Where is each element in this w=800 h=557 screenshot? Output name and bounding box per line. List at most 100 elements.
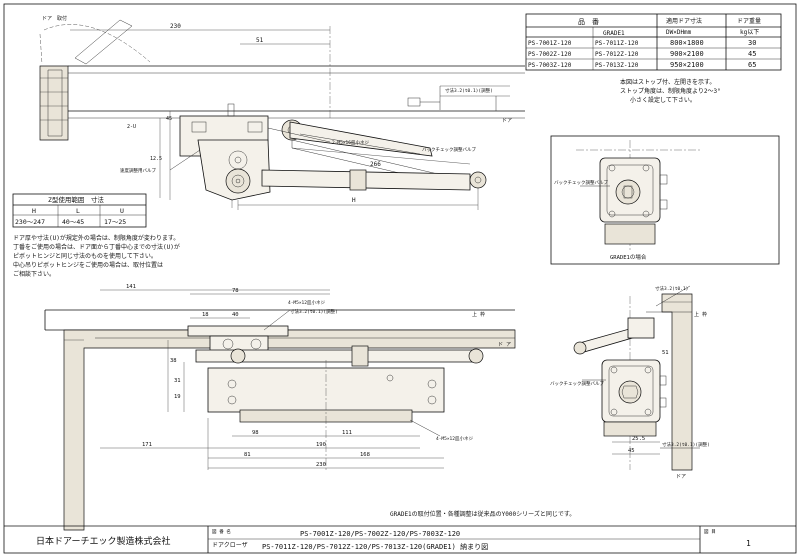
top-view-door-label: ドア xyxy=(502,118,512,124)
top-view-labels: ドア 取付 230 51 2-M5×16皿小ネジ バックチェック調整バルブ 速度… xyxy=(42,15,512,204)
top-view-dim-45: 45 xyxy=(166,116,172,122)
front-frame-label: 上 枠 xyxy=(472,311,485,318)
front-dim-141: 141 xyxy=(126,284,136,290)
side-view-drawing xyxy=(573,285,700,471)
top-view-dim-2u: 2-U xyxy=(127,124,136,130)
front-dim-168: 168 xyxy=(360,452,370,458)
side-dim-51: 51 xyxy=(662,350,669,356)
top-view-gap-note: 寸法3.2(t0.1)(調整) xyxy=(445,87,493,94)
z-table-header-h: H xyxy=(32,207,36,215)
top-view-dim-51: 51 xyxy=(256,37,264,44)
grade1-backcheck-label: バックチェック調整バルブ xyxy=(554,179,608,186)
product-type: ドアクローザ xyxy=(212,542,248,549)
front-dim-40: 40 xyxy=(232,312,239,318)
note-left-line: ドア厚や寸法(U)が規定外の場合は、制限角度が変わります。 xyxy=(13,234,179,242)
spec-row-size: 950×2100 xyxy=(670,61,704,69)
front-dim-19: 19 xyxy=(174,394,181,400)
front-dim-190: 190 xyxy=(316,442,326,448)
top-view-dim-266: 266 xyxy=(370,161,381,168)
grade1-detail xyxy=(550,135,780,265)
top-view-screw-note: 2-M5×16皿小ネジ xyxy=(332,139,369,146)
title-block-text: 日本ドアーチエック製造株式会社 図 番 名 ドアクローザ PS-7001Z-12… xyxy=(36,528,751,551)
side-frame-label: 上 枠 xyxy=(694,311,707,318)
top-view-speed-valve: 速度調整用バルブ xyxy=(120,167,156,174)
spec-row-model: PS-7003Z-120 xyxy=(528,62,572,69)
spec-col-size: 適用ドア寸法 xyxy=(666,17,702,25)
note-left-line: 丁番をご使用の場合は、ドア面から丁番中心までの寸法(U)が xyxy=(13,243,180,251)
sheet-border xyxy=(3,3,797,554)
front-dim-18: 18 xyxy=(202,312,209,318)
z-table-value-h: 230～247 xyxy=(15,218,45,226)
top-view-label-door: ドア 取付 xyxy=(42,15,67,22)
front-door-label: ド ア xyxy=(498,342,511,348)
z-table-value-u: 17～25 xyxy=(104,218,126,226)
front-dim-81: 81 xyxy=(244,452,251,458)
note-left-line: ご相談下さい。 xyxy=(13,270,55,278)
front-dim-78: 78 xyxy=(232,288,239,294)
front-screw-note-top: 4-M5×12皿小ネジ xyxy=(288,299,325,306)
side-backcheck-label: バックチェック調整バルブ xyxy=(550,380,604,387)
grade1-labels: バックチェック調整バルブ GRADE1の場合 xyxy=(554,179,647,261)
front-dim-171: 171 xyxy=(142,442,152,448)
top-view-backcheck-valve: バックチェック調整バルブ xyxy=(422,146,476,153)
z-table-text: Z型使用範囲 寸法 H L U 230～247 40～45 17～25 xyxy=(15,195,126,226)
page-label: 図 目 xyxy=(704,529,716,535)
title-label-name: 図 番 名 xyxy=(212,528,231,535)
front-screw-note-bottom: 4-M5×12皿小ネジ xyxy=(436,435,473,442)
note-right-line: 本図はストップ付、左開きを示す。 xyxy=(620,78,715,86)
spec-row-weight: 30 xyxy=(748,39,756,47)
notes-right: 本図はストップ付、左開きを示す。 ストップ角度は、制限角度より2～3° 小さく設… xyxy=(620,78,721,104)
top-view-drawing xyxy=(39,19,525,210)
z-table-title: Z型使用範囲 寸法 xyxy=(48,195,104,204)
note-left-line: ピボットヒンジと同じ寸法のものを使用して下さい。 xyxy=(13,252,157,260)
note-right-line: ストップ角度は、制限角度より2～3° xyxy=(620,87,721,95)
side-door-label: ドア xyxy=(676,474,686,480)
spec-row-grade: PS-7012Z-120 xyxy=(595,51,639,58)
z-table-header-u: U xyxy=(120,207,124,215)
z-table xyxy=(12,193,147,228)
z-table-header-l: L xyxy=(76,207,80,215)
spec-col-size-unit: DW×DHmm xyxy=(666,29,692,36)
spec-row-model: PS-7001Z-120 xyxy=(528,40,572,47)
notes-left: ドア厚や寸法(U)が規定外の場合は、制限角度が変わります。 丁番をご使用の場合は… xyxy=(13,234,180,278)
spec-row-weight: 45 xyxy=(748,50,756,58)
title-block xyxy=(4,525,796,553)
spec-row-size: 900×2100 xyxy=(670,50,704,58)
spec-row-grade: PS-7013Z-120 xyxy=(595,62,639,69)
model-line-2: PS-7011Z-120/PS-7012Z-120/PS-7013Z-120(G… xyxy=(262,542,488,551)
front-dim-98: 98 xyxy=(252,430,259,436)
top-view-dim-230: 230 xyxy=(170,23,181,30)
spec-col-weight: ドア重量 xyxy=(737,17,761,25)
top-view-dim-h: H xyxy=(352,197,356,204)
front-gap-note: 寸法3.2(t0.1)(調整) xyxy=(290,308,338,315)
side-dim-45: 45 xyxy=(628,448,635,454)
model-line-1: PS-7001Z-120/PS-7002Z-120/PS-7003Z-120 xyxy=(300,530,460,538)
front-view-drawing xyxy=(44,289,516,531)
top-view-dim-12-5: 12.5 xyxy=(150,156,162,162)
note-right-line: 小さく設定して下さい。 xyxy=(630,96,696,104)
front-dim-111: 111 xyxy=(342,430,352,436)
spec-col-weight-unit: kg以下 xyxy=(740,29,759,36)
front-dim-230: 230 xyxy=(316,462,326,468)
company-name: 日本ドアーチエック製造株式会社 xyxy=(36,535,170,547)
spec-col-model: 品 番 xyxy=(578,18,599,26)
spec-row-weight: 65 xyxy=(748,61,756,69)
footnote: GRADE1の取付位置・各種調整は従来品のY000シリーズと同じです。 xyxy=(390,510,575,518)
side-view-labels: 寸法3.2(t0.1) 上 枠 51 バックチェック調整バルブ 25.5 寸法3… xyxy=(550,285,710,480)
side-dim-25-5: 25.5 xyxy=(632,436,645,442)
spec-row-grade: PS-7011Z-120 xyxy=(595,40,639,47)
z-table-value-l: 40～45 xyxy=(62,218,84,226)
side-gap-note-top: 寸法3.2(t0.1) xyxy=(655,285,688,292)
spec-table xyxy=(525,13,782,71)
spec-table-text: 品 番 GRADE1 適用ドア寸法 DW×DHmm ドア重量 kg以下 PS-7… xyxy=(528,17,761,69)
front-dim-31: 31 xyxy=(174,378,181,384)
spec-row-size: 800×1800 xyxy=(670,39,704,47)
grade1-caption: GRADE1の場合 xyxy=(610,253,647,261)
spec-row-model: PS-7002Z-120 xyxy=(528,51,572,58)
page-number: 1 xyxy=(746,539,751,548)
front-dim-38: 38 xyxy=(170,358,177,364)
front-view-labels: 141 78 4-M5×12皿小ネジ 寸法3.2(t0.1)(調整) 18 40… xyxy=(126,284,511,468)
side-gap-note-bottom: 寸法3.2(t0.1)(調整) xyxy=(662,441,710,448)
note-left-line: 中心吊りピボットヒンジをご使用の場合は、取付位置は xyxy=(13,261,163,269)
